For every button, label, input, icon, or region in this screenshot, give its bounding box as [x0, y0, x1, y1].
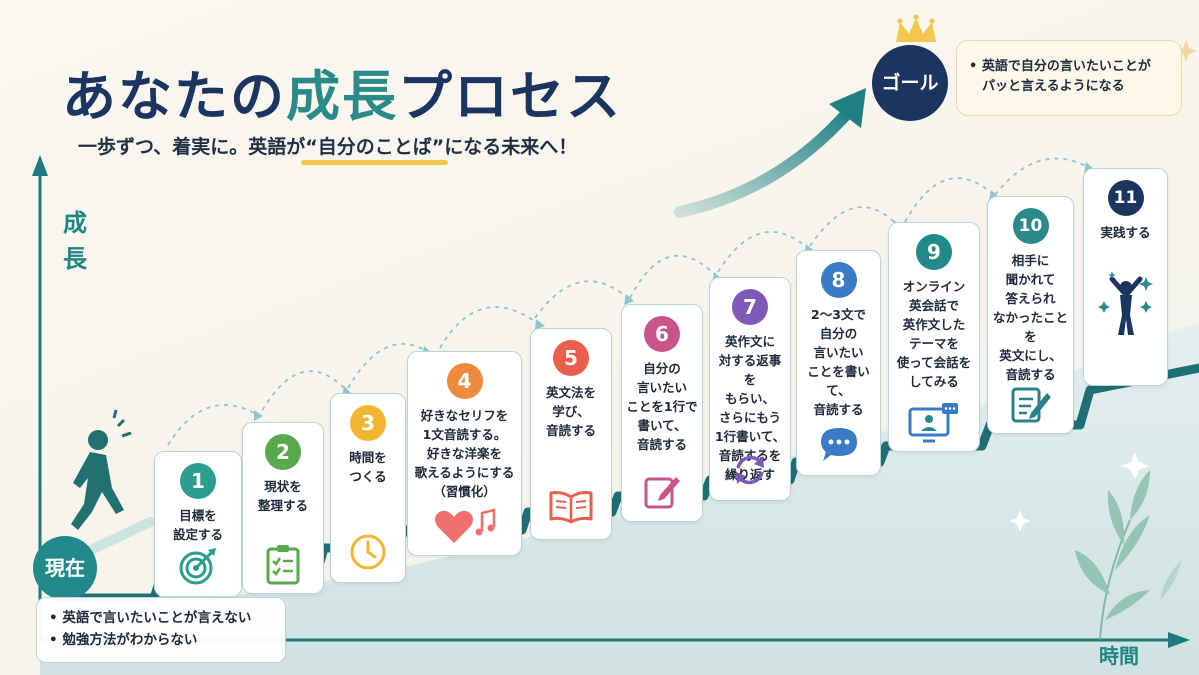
- step-number-badge: 6: [644, 316, 680, 352]
- step-text: 英作文に 対する返事を もらい、 さらにもう 1行書いて、 音読するを 繰り返す: [714, 334, 786, 482]
- walking-person-icon: [71, 409, 132, 530]
- open-book-icon: [548, 489, 594, 529]
- subtitle-highlight: “自分のことば”: [305, 136, 445, 158]
- step-card-3: 3 時間を つくる: [330, 393, 406, 583]
- horizontal-axis-arrowhead: [1168, 632, 1190, 648]
- step-number-badge: 5: [553, 340, 589, 376]
- step-number-badge: 8: [820, 262, 857, 298]
- hop-arrows: [167, 157, 1091, 446]
- step-text: 時間を つくる: [349, 450, 387, 484]
- title-suffix: プロセス: [398, 65, 622, 128]
- step-card-11: 11 実践する: [1083, 168, 1168, 386]
- step-text: 自分の 言いたい ことを1行で 書いて、 音読する: [626, 361, 698, 452]
- growth-axis-label: 成 長: [63, 209, 87, 273]
- heart-music-icon: [430, 505, 500, 551]
- current-state-badge: 現在: [33, 536, 97, 600]
- step-number-badge: 3: [350, 405, 386, 441]
- title-prefix: あなたの: [62, 65, 286, 128]
- title-accent: 成長: [286, 65, 398, 128]
- step-card-5: 5 英文法を 学び、 音読する: [530, 328, 612, 540]
- target-icon: [178, 546, 218, 590]
- video-call-icon: [908, 401, 960, 449]
- growth-arrow: [674, 104, 856, 218]
- chat-bubble-icon: [817, 425, 861, 467]
- step-card-7: 7 英作文に 対する返事を もらい、 さらにもう 1行書いて、 音読するを 繰り返…: [709, 277, 791, 501]
- notebook-pen-icon: [1009, 383, 1053, 429]
- step-card-2: 2 現状を 整理する: [242, 422, 324, 594]
- refresh-cycle-icon: [730, 450, 770, 494]
- clock-icon: [348, 532, 388, 576]
- page-title: あなたの成長プロセス: [62, 52, 622, 131]
- step-text: オンライン 英会話で 英作文した テーマを 使って会話を してみる: [896, 279, 972, 389]
- current-point-2: • 勉強方法がわからない: [49, 632, 198, 648]
- person-celebrate-icon: [1096, 269, 1156, 343]
- current-point-1: • 英語で言いたいことが言えない: [49, 610, 252, 626]
- page-subtitle: 一歩ずつ、着実に。英語が“自分のことば”になる未来へ！: [78, 132, 577, 159]
- step-card-1: 1 目標を 設定する: [154, 451, 242, 597]
- step-text: 目標を 設定する: [172, 508, 223, 542]
- step-number-badge: 2: [265, 434, 301, 470]
- step-card-9: 9 オンライン 英会話で 英作文した テーマを 使って会話を してみる: [888, 222, 980, 452]
- goal-box: • 英語で自分の言いたいことが パッと言えるようになる: [956, 40, 1182, 116]
- pencil-note-icon: [642, 471, 682, 515]
- step-number-badge: 7: [732, 289, 768, 325]
- clipboard-checklist-icon: [264, 543, 302, 589]
- step-number-badge: 1: [180, 463, 216, 499]
- goal-point-1: • 英語で自分の言いたいことが: [969, 59, 1151, 74]
- step-number-badge: 9: [916, 234, 952, 270]
- step-number-badge: 4: [446, 363, 483, 399]
- step-text: 英文法を 学び、 音読する: [545, 385, 596, 438]
- step-card-10: 10 相手に 聞かれて 答えられ なかったことを 英文にし、 音読する: [987, 196, 1074, 434]
- step-card-8: 8 2〜3文で 自分の 言いたい ことを書いて、 音読する: [796, 250, 881, 476]
- hill-shape: [40, 322, 1199, 675]
- step-number-badge: 11: [1107, 180, 1144, 216]
- step-text: 現状を 整理する: [257, 479, 308, 513]
- leaf-decoration: [1075, 470, 1182, 641]
- step-text: 2〜3文で 自分の 言いたい ことを書いて、 音読する: [807, 307, 870, 417]
- vertical-axis-arrowhead: [32, 155, 48, 176]
- step-number-badge: 10: [1012, 208, 1049, 244]
- step-card-6: 6 自分の 言いたい ことを1行で 書いて、 音読する: [621, 304, 703, 522]
- time-axis-label: 時間: [1099, 644, 1139, 668]
- step-text: 好きなセリフを 1文音読する。 好きな洋楽を 歌えるようにする （習慣化）: [414, 408, 515, 499]
- step-text: 相手に 聞かれて 答えられ なかったことを 英文にし、 音読する: [992, 253, 1068, 382]
- subtitle-before: 一歩ずつ、着実に。英語が: [78, 136, 306, 158]
- current-state-box: • 英語で言いたいことが言えない • 勉強方法がわからない: [36, 597, 286, 663]
- crown-icon: [896, 14, 936, 42]
- goal-badge: ゴール: [872, 45, 948, 121]
- goal-point-2: パッと言えるようになる: [969, 79, 1125, 94]
- step-card-4: 4 好きなセリフを 1文音読する。 好きな洋楽を 歌えるようにする （習慣化）: [407, 351, 522, 556]
- growth-arrowhead: [829, 88, 866, 128]
- step-text: 実践する: [1100, 225, 1151, 240]
- subtitle-after: になる未来へ！: [444, 136, 578, 158]
